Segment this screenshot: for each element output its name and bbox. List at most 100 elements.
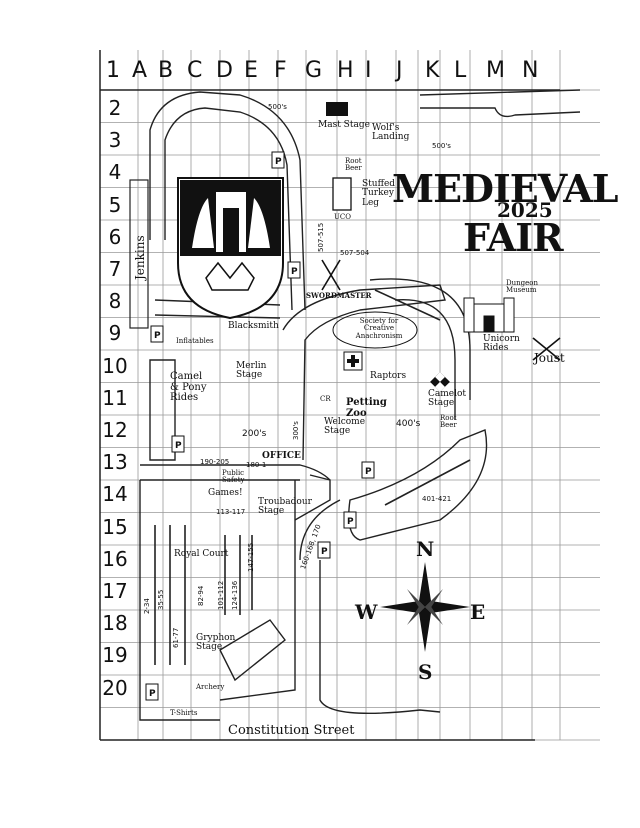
row-label-16: 16 <box>102 546 128 571</box>
castle-icon <box>463 297 515 333</box>
restroom-icon <box>271 151 285 169</box>
row-label-2: 2 <box>108 96 122 120</box>
row-label-4: 4 <box>108 160 122 185</box>
joust-label: Joust <box>534 351 565 365</box>
inflatables-label: Inflatables <box>176 337 214 345</box>
row-label-9: 9 <box>108 321 122 346</box>
row-label-10: 10 <box>102 353 128 378</box>
restroom-icon <box>317 541 331 559</box>
games-label: Games! <box>208 488 243 498</box>
welcome-stage-label: Welcome Stage <box>324 417 366 437</box>
svg-text:P: P <box>154 331 161 341</box>
row-label-14: 14 <box>102 482 128 507</box>
first-aid-icon <box>343 351 363 371</box>
booth-range: 82-94 <box>197 585 205 606</box>
row-label-18: 18 <box>102 611 128 636</box>
row-label-7: 7 <box>108 257 122 281</box>
uco-label: UCO <box>334 213 351 221</box>
side-road-label: Jenkins <box>133 235 147 280</box>
archery-label: Archery <box>196 683 225 691</box>
jenkins-road <box>129 179 149 329</box>
booth-range: 507-515 <box>317 222 325 252</box>
booth-range: 300's <box>292 421 300 440</box>
booth-range: 200's <box>242 429 267 439</box>
booth-range: 500's <box>432 142 451 150</box>
pirate-flag-icon <box>326 102 348 116</box>
booth-range: 190-205 <box>200 458 230 466</box>
column-label-b: B <box>158 58 174 83</box>
column-label-d: D <box>216 58 233 83</box>
unicorn-rides-label: Unicorn Rides <box>483 334 520 354</box>
svg-text:P: P <box>321 547 328 557</box>
column-label-c: C <box>187 58 203 83</box>
raptors-label: Raptors <box>370 371 407 381</box>
booth-range: 2-34 <box>143 598 151 614</box>
blacksmith-label: Blacksmith <box>228 321 279 331</box>
column-label-h: H <box>337 58 354 83</box>
cr-label: CR <box>320 395 331 403</box>
booth-range: 61-77 <box>172 627 180 648</box>
booth-range: 147-155 <box>247 542 255 572</box>
camel-rides-label: Camel & Pony Rides <box>170 371 207 403</box>
root-beer-label-2: Root Beer <box>440 414 457 430</box>
root-beer-label: Root Beer <box>345 157 362 173</box>
row-label-8: 8 <box>108 289 122 314</box>
svg-text:P: P <box>275 157 282 167</box>
swordmaster-label: SWORDMASTER <box>306 291 372 300</box>
dungeon-museum-label: Dungeon Museum <box>506 279 538 295</box>
society-label: Society for Creative Anachronism <box>355 317 403 340</box>
uco-booth <box>332 177 352 211</box>
column-label-l: L <box>454 58 467 83</box>
svg-text:P: P <box>149 689 156 699</box>
compass-east: E <box>470 600 486 624</box>
row-label-6: 6 <box>108 224 122 249</box>
title-fair: FAIR <box>463 215 564 260</box>
royal-court-label: Royal Court <box>174 549 229 559</box>
row-label-19: 19 <box>102 643 128 668</box>
row-label-20: 20 <box>102 675 128 700</box>
compass-north: N <box>416 537 435 561</box>
society-area <box>332 311 418 349</box>
restroom-icon <box>343 511 357 529</box>
coat-of-arms <box>177 177 284 320</box>
compass-rose-icon <box>380 562 470 652</box>
wolfs-landing-label: Wolf's Landing <box>372 123 410 143</box>
row-label-17: 17 <box>102 579 128 603</box>
petting-zoo-label: Petting Zoo <box>346 397 387 419</box>
svg-text:P: P <box>365 467 372 477</box>
merlin-stage-label: Merlin Stage <box>236 361 267 381</box>
column-label-a: A <box>132 58 148 83</box>
turkey-leg-label: Stuffed Turkey Leg <box>362 179 396 208</box>
row-label-15: 15 <box>102 514 128 539</box>
booth-range: 35-55 <box>157 589 165 610</box>
restroom-icon <box>287 261 301 279</box>
svg-text:P: P <box>175 441 182 451</box>
column-label-k: K <box>425 58 440 83</box>
street-label: Constitution Street <box>228 723 355 738</box>
column-label-i: I <box>365 58 372 83</box>
troubadour-stage-label: Troubadour Stage <box>258 497 312 517</box>
restroom-icon <box>150 325 164 343</box>
booth-range: 124-136 <box>231 580 239 610</box>
booth-range: 401-421 <box>422 495 452 503</box>
column-label-g: G <box>305 58 323 83</box>
office-label: OFFICE <box>262 451 301 461</box>
booth-range: 101-112 <box>217 580 225 610</box>
restroom-icon <box>171 435 185 453</box>
column-label-e: E <box>244 58 258 83</box>
row-label-12: 12 <box>102 418 128 442</box>
compass-south: S <box>418 660 433 684</box>
public-safety-label: Public Safety <box>222 469 245 485</box>
mast-stage-label: Mast Stage <box>318 120 370 130</box>
booth-range: 507-504 <box>340 249 370 257</box>
booth-range: 400's <box>396 419 421 429</box>
compass-west: W <box>355 600 378 624</box>
tshirts-label: T-Shirts <box>170 709 198 717</box>
row-label-1: 1 <box>106 58 120 83</box>
column-label-n: N <box>522 58 539 83</box>
svg-text:P: P <box>291 267 298 277</box>
booth-range: 180-1 <box>246 461 267 469</box>
gryphon-stage-label: Gryphon Stage <box>196 633 236 653</box>
booth-range: 113-117 <box>216 508 246 516</box>
